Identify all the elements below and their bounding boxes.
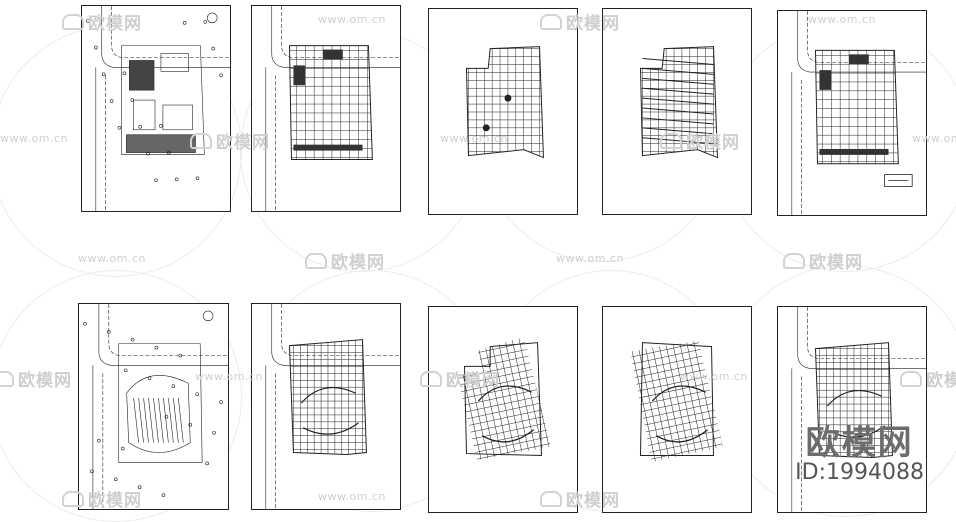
stamp-id: ID:1994088: [795, 460, 924, 485]
watermark-brand-text: 欧模网: [926, 371, 956, 391]
watermark-brand: 欧模网: [305, 248, 385, 273]
watermark-url: www.om.cn: [78, 252, 146, 265]
plan-drawing: [452, 336, 551, 463]
watermark-url: www.om.cn: [556, 252, 624, 265]
id-stamp: 欧模网 ID:1994088: [795, 415, 924, 485]
plan-drawing: [86, 6, 230, 211]
plan-drawing: [83, 304, 228, 509]
sheet-floor-plan-grid-b[interactable]: [602, 8, 752, 215]
sheet-site-plan-curved-grid[interactable]: [251, 303, 401, 510]
watermark-logo-icon: [305, 253, 327, 269]
plan-drawing: [639, 46, 718, 159]
sheet-site-plan-legend[interactable]: [777, 10, 927, 216]
watermark-logo-icon: [783, 253, 805, 269]
plan-drawing: [791, 11, 926, 215]
watermark-logo-icon: [0, 371, 14, 387]
sheet-site-plan-curved[interactable]: [78, 303, 229, 510]
watermark-url: www.om.cn: [0, 132, 68, 145]
sheet-site-plan-grid[interactable]: [251, 5, 401, 212]
sheet-site-plan-curved-final[interactable]: [777, 306, 927, 513]
stamp-brand: 欧模网: [805, 423, 914, 463]
plan-drawing: [265, 6, 400, 211]
watermark-brand: 欧模网: [783, 248, 863, 273]
watermark-brand-text: 欧模网: [18, 371, 72, 391]
sheet-floor-plan-grid-a[interactable]: [428, 8, 578, 215]
sheet-floor-plan-curved-a[interactable]: [428, 306, 578, 513]
plan-drawing: [465, 46, 544, 159]
watermark-brand: 欧模网: [0, 366, 72, 391]
plan-drawing: [265, 304, 400, 509]
plan-drawing: [628, 336, 723, 463]
watermark-brand-text: 欧模网: [809, 253, 863, 273]
watermark-brand-text: 欧模网: [331, 253, 385, 273]
sheet-site-plan-overview[interactable]: [81, 5, 231, 212]
sheet-floor-plan-curved-b[interactable]: [602, 306, 752, 513]
plan-drawing: [791, 307, 926, 512]
